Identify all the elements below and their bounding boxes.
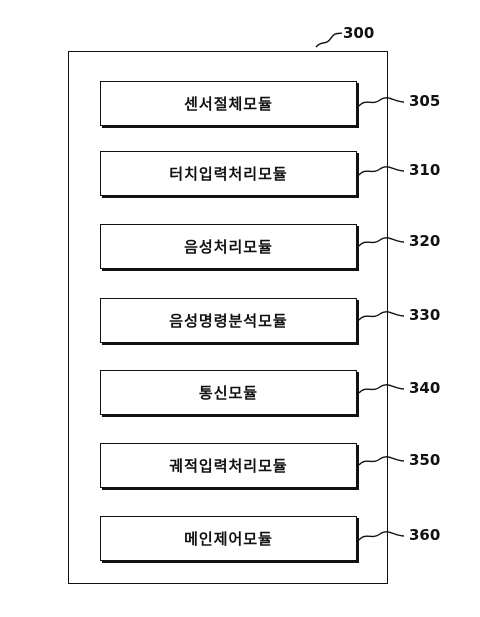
leader-line-330 xyxy=(358,311,405,321)
module-label: 메인제어모듈 xyxy=(184,530,273,548)
module-label: 음성처리모듈 xyxy=(184,238,273,256)
leader-line-300 xyxy=(315,32,343,48)
module-box-340: 통신모듈 xyxy=(100,370,357,415)
leader-line-340 xyxy=(358,384,405,394)
module-label: 센서절체모듈 xyxy=(184,95,273,113)
ref-number-330: 330 xyxy=(409,306,441,324)
ref-number-360: 360 xyxy=(409,526,441,544)
ref-number-310: 310 xyxy=(409,161,441,179)
ref-number-305: 305 xyxy=(409,92,441,110)
leader-line-350 xyxy=(358,456,405,466)
ref-number-320: 320 xyxy=(409,232,441,250)
ref-number-340: 340 xyxy=(409,379,441,397)
module-label: 통신모듈 xyxy=(198,384,259,402)
module-box-310: 터치입력처리모듈 xyxy=(100,151,357,196)
module-box-320: 음성처리모듈 xyxy=(100,224,357,269)
module-box-330: 음성명령분석모듈 xyxy=(100,298,357,343)
module-label: 음성명령분석모듈 xyxy=(169,312,288,330)
module-box-305: 센서절체모듈 xyxy=(100,81,357,126)
module-label: 궤적입력처리모듈 xyxy=(169,457,288,475)
module-box-360: 메인제어모듈 xyxy=(100,516,357,561)
ref-number-350: 350 xyxy=(409,451,441,469)
module-box-350: 궤적입력처리모듈 xyxy=(100,443,357,488)
module-label: 터치입력처리모듈 xyxy=(169,165,288,183)
leader-line-320 xyxy=(358,237,405,247)
ref-number-300: 300 xyxy=(343,24,375,42)
leader-line-360 xyxy=(358,531,405,541)
leader-line-305 xyxy=(358,97,405,107)
leader-line-310 xyxy=(358,166,405,176)
